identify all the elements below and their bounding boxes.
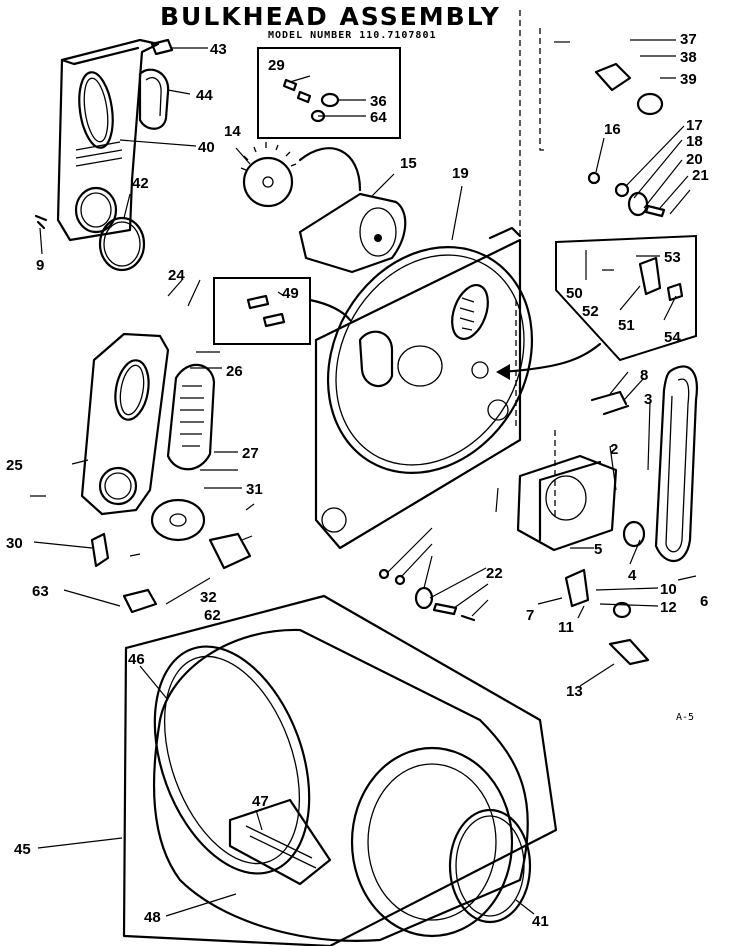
callout: 63: [32, 583, 49, 600]
part-32-motor-pulley: [208, 532, 252, 570]
callout: 36: [370, 93, 387, 110]
callout: 50: [566, 285, 583, 302]
callout: 31: [246, 481, 263, 498]
callout: 13: [566, 683, 583, 700]
part-14-swing-arc: [298, 147, 362, 192]
diagram-title: BULKHEAD ASSEMBLY: [160, 2, 501, 31]
callout: 54: [664, 329, 681, 346]
part-25-front-panel-lower: [80, 332, 170, 516]
callout: 62: [204, 607, 221, 624]
callout: 64: [370, 109, 387, 126]
reference-dashed-line-2: [539, 28, 548, 151]
callout: 43: [210, 41, 227, 58]
callout: 37: [680, 31, 697, 48]
callout: 5: [594, 541, 602, 558]
callout: 11: [558, 619, 574, 636]
inset-bracket-parts: [246, 294, 286, 328]
part-9-screw-a: [34, 214, 48, 230]
part-46-drum: [152, 628, 529, 942]
callout: 30: [6, 535, 23, 552]
callout: 18: [686, 133, 703, 150]
callout: 24: [168, 267, 185, 284]
page-reference: A-5: [676, 712, 695, 723]
callout: 21: [692, 167, 709, 184]
part-62-switch: [122, 588, 158, 614]
part-47-baffle: [228, 798, 332, 886]
part-41-seal-ring: [448, 808, 532, 924]
callout: 51: [618, 317, 635, 334]
callout: 16: [604, 121, 621, 138]
callout: 3: [644, 391, 652, 408]
part-44-seal: [138, 68, 170, 130]
callout: 15: [400, 155, 417, 172]
callout: 26: [226, 363, 243, 380]
callout: 20: [686, 151, 703, 168]
callout: 32: [200, 589, 217, 606]
part-40-front-bulkhead-panel: [56, 38, 160, 242]
callout: 49: [282, 285, 299, 302]
reference-dashed-line: [515, 10, 556, 520]
callout: 2: [610, 441, 618, 458]
callout: 19: [452, 165, 469, 182]
part-2-motor: [516, 454, 618, 552]
callout: 27: [242, 445, 259, 462]
inset-box-bracket: [213, 277, 311, 345]
inset-switch-parts: [638, 256, 684, 302]
part-10-11-12-idler: [564, 568, 632, 619]
callout: 8: [640, 367, 648, 384]
callout: 38: [680, 49, 697, 66]
part-19-rear-bulkhead: [314, 226, 534, 550]
inset-connector-arc: [308, 298, 352, 322]
part-8-clip: [590, 390, 630, 416]
callout: 22: [486, 565, 503, 582]
part-14-gear: [240, 142, 297, 208]
callout: 46: [128, 651, 145, 668]
part-13-bracket: [608, 638, 650, 666]
callout: 9: [36, 257, 44, 274]
drum-bounding-outline: [122, 594, 558, 946]
callout: 52: [582, 303, 599, 320]
part-16-21-pulley-assembly: [587, 171, 666, 218]
callout-numbers: 43 44 40 42 9 14 15 19 29 36 64 16 17 18…: [6, 31, 709, 930]
callout: 44: [196, 87, 213, 104]
arrowhead: [496, 364, 510, 380]
callout: 39: [680, 71, 697, 88]
part-27-lint-screen: [166, 363, 216, 471]
callout: 12: [660, 599, 677, 616]
callout: 6: [700, 593, 708, 610]
part-37-38-39-assembly: [594, 62, 664, 116]
callout: 25: [6, 457, 23, 474]
callout: 40: [198, 139, 215, 156]
callout: 29: [268, 57, 285, 74]
inset-box-switch: [555, 234, 697, 362]
callout: 4: [628, 567, 637, 584]
callout: 48: [144, 909, 161, 926]
callout: 10: [660, 581, 677, 598]
callout: 7: [526, 607, 534, 624]
part-43-clip: [150, 38, 174, 56]
callout: 17: [686, 117, 703, 134]
callout: 41: [532, 913, 549, 930]
part-42-ring: [98, 216, 146, 272]
part-31-blower-wheel: [150, 498, 206, 542]
model-number: MODEL NUMBER 110.7107801: [268, 30, 437, 41]
part-4-motor-pulley: [622, 520, 646, 548]
part-6-drive-belt: [654, 365, 698, 563]
callout: 47: [252, 793, 269, 810]
part-15-housing: [298, 192, 407, 274]
callout: 45: [14, 841, 31, 858]
inset-connector-arc-right: [498, 342, 602, 374]
part-30-bracket: [90, 532, 110, 568]
leader-lines: [30, 39, 697, 917]
callout: 14: [224, 123, 241, 140]
callout: 53: [664, 249, 681, 266]
callout: 42: [132, 175, 149, 192]
